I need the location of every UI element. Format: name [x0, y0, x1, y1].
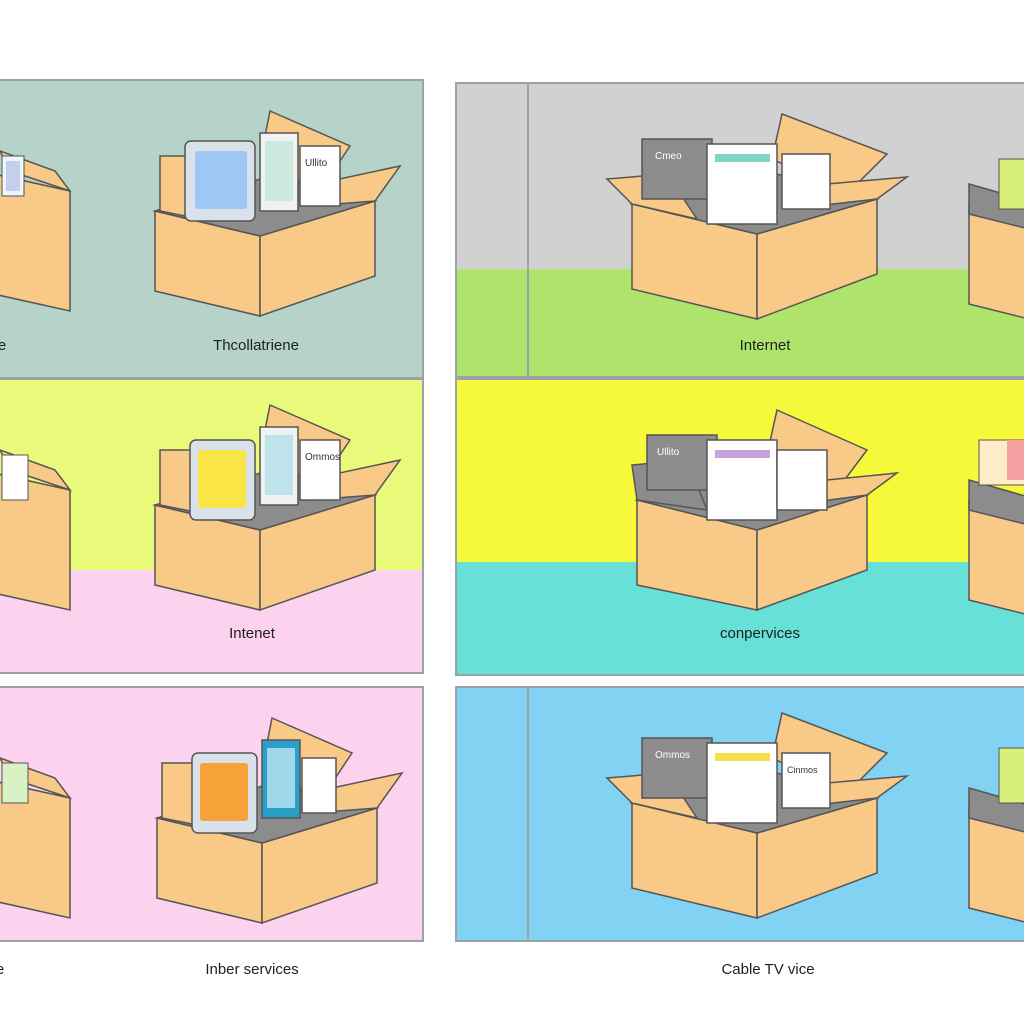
divider	[527, 84, 529, 376]
box-label: Ullito	[305, 158, 328, 169]
box-label: Cmeo	[655, 151, 682, 162]
panel-r2-right: conpervices Ullito	[455, 378, 1024, 676]
open-cardboard-box-icon: Ullito	[152, 109, 402, 318]
panel-r3-left	[0, 686, 424, 942]
box-label: Ullito	[657, 447, 680, 458]
panel-label: e	[0, 961, 4, 978]
open-cardboard-box-icon	[0, 757, 73, 919]
open-cardboard-box-icon: Ommos	[152, 403, 402, 612]
divider	[527, 688, 529, 940]
box-label: Ommos	[305, 452, 340, 463]
panel-label: e	[0, 337, 6, 354]
panel-label: Internet	[739, 337, 791, 354]
box-label: Ommos	[655, 750, 690, 761]
open-cardboard-box-icon	[968, 158, 1024, 319]
open-cardboard-box-icon	[968, 439, 1024, 615]
open-cardboard-box-icon: Cmeo	[605, 112, 910, 321]
open-cardboard-box-icon: Ullito	[631, 408, 900, 612]
open-cardboard-box-icon	[968, 747, 1024, 923]
open-cardboard-box-icon	[0, 449, 73, 611]
panel-label: Cable TV vice	[721, 961, 815, 978]
panel-label: Inber services	[205, 961, 299, 978]
panel-r1-left: e Thcollatriene Ullito	[0, 79, 424, 379]
open-cardboard-box-icon	[154, 716, 404, 925]
open-cardboard-box-icon: Ommos Cinmos	[605, 711, 910, 920]
box-label: Cinmos	[787, 765, 818, 775]
panel-r1-right: Internet Cmeo	[455, 82, 1024, 378]
panel-r3-right: Ommos Cinmos	[455, 686, 1024, 942]
panel-label: conpervices	[719, 625, 801, 642]
panel-label: Intenet	[229, 625, 275, 642]
panel-label: Thcollatriene	[213, 337, 299, 354]
open-cardboard-box-icon	[0, 150, 73, 312]
panel-r2-left: Intenet Ommos	[0, 378, 424, 674]
